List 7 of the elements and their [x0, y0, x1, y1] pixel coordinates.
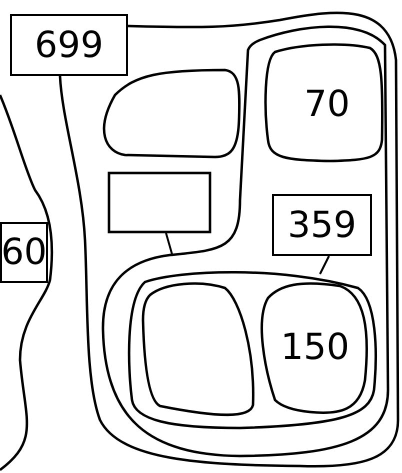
area-label: 60	[0, 222, 48, 283]
area-label: 359	[272, 194, 372, 256]
leader-line	[319, 256, 330, 274]
leader-line	[165, 232, 173, 254]
area-label: 699	[10, 14, 128, 76]
area-label: 150	[280, 330, 350, 366]
area-label: 70	[304, 87, 350, 123]
